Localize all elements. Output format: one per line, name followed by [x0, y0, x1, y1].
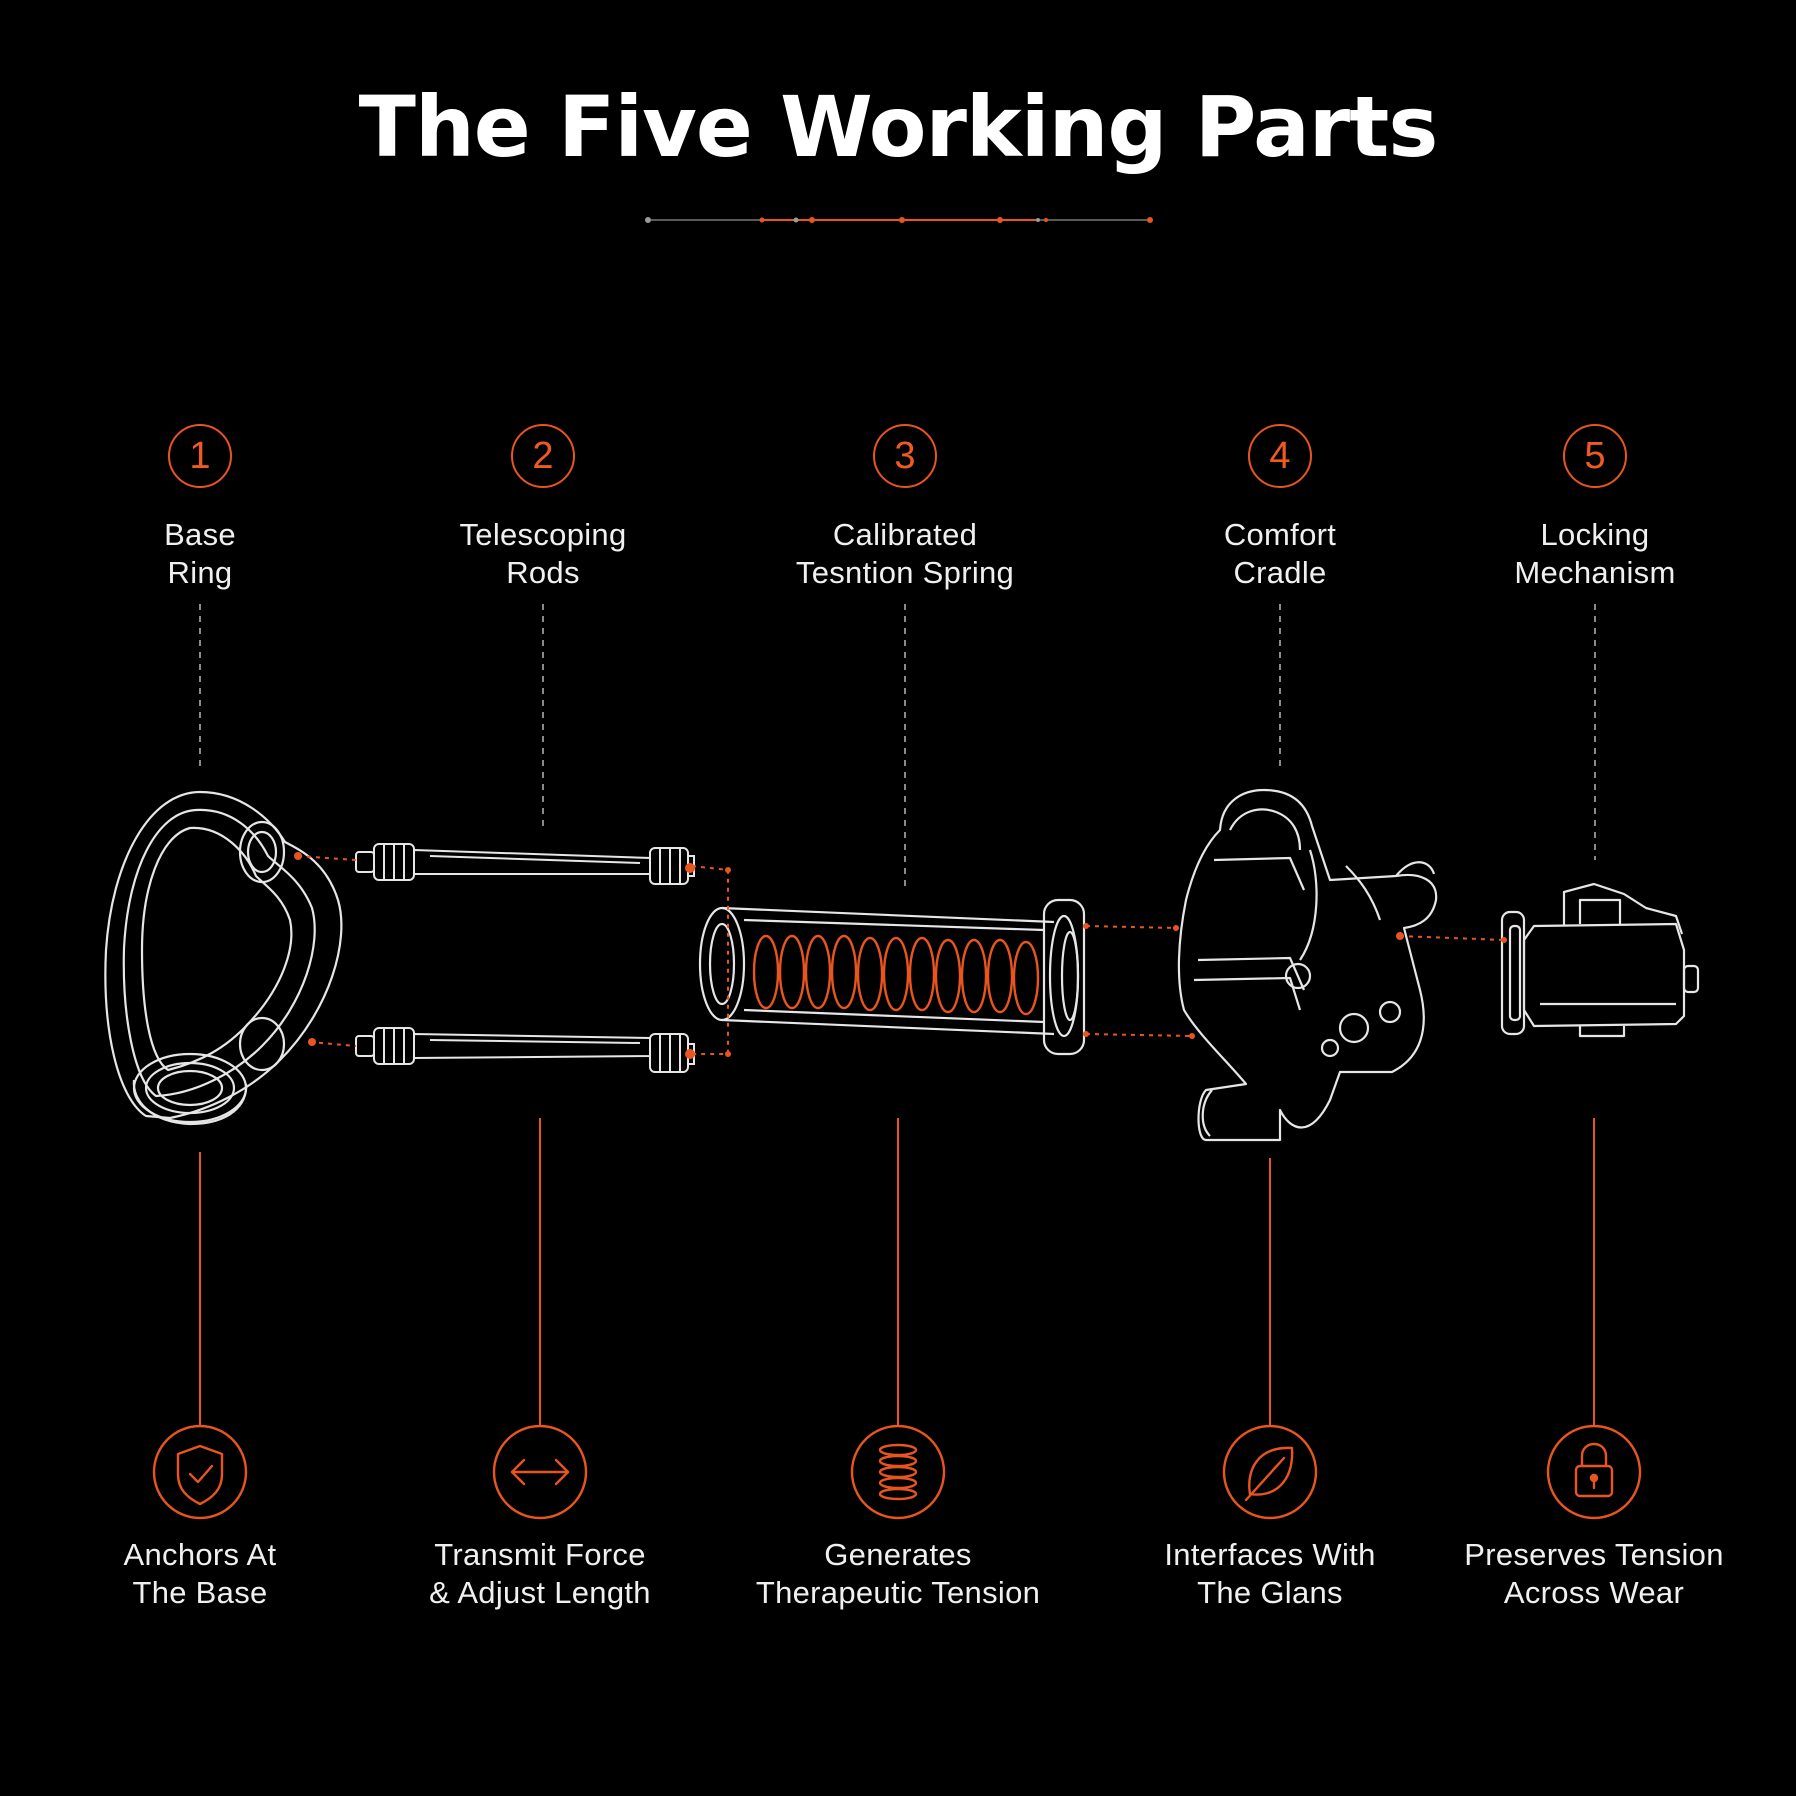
part-1-description: Anchors At The Base	[123, 1537, 277, 1610]
label-leader-lines	[199, 604, 1596, 890]
description-connectors	[199, 1118, 1595, 1426]
assembly-connectors	[297, 855, 1505, 1055]
base-ring-illustration	[104, 790, 343, 1126]
part-1-number-badge: 1	[168, 424, 232, 488]
page-title: The Five Working Parts	[358, 78, 1439, 176]
tension-spring-illustration	[698, 898, 1086, 1056]
part-3-number-badge: 3	[873, 424, 937, 488]
part-5-description: Preserves Tension Across Wear	[1464, 1537, 1724, 1610]
leaf-icon	[1222, 1424, 1318, 1520]
connector-dots	[294, 852, 1507, 1059]
locking-mechanism-illustration	[1500, 882, 1700, 1038]
part-1-header: 1 Base Ring	[20, 424, 380, 592]
part-2-number-badge: 2	[511, 424, 575, 488]
coil-spring-icon	[850, 1424, 946, 1520]
double-arrow-icon	[492, 1424, 588, 1520]
part-4-label: Comfort Cradle	[1223, 517, 1337, 590]
part-4-number-badge: 4	[1248, 424, 1312, 488]
comfort-cradle-illustration	[1177, 788, 1438, 1142]
part-5-header: 5 Locking Mechanism	[1415, 424, 1775, 592]
part-3-description: Generates Therapeutic Tension	[755, 1537, 1041, 1610]
telescoping-rods-illustration	[355, 843, 695, 1073]
part-2-description: Transmit Force & Adjust Length	[429, 1537, 651, 1610]
part-4-header: 4 Comfort Cradle	[1100, 424, 1460, 592]
part-1-label: Base Ring	[164, 517, 236, 590]
title-divider	[645, 217, 1153, 223]
part-3-label: Calibrated Tesntion Spring	[795, 517, 1015, 590]
part-4-description: Interfaces With The Glans	[1164, 1537, 1376, 1610]
part-2-header: 2 Telescoping Rods	[363, 424, 723, 592]
part-3-header: 3 Calibrated Tesntion Spring	[725, 424, 1085, 592]
padlock-icon	[1546, 1424, 1642, 1520]
part-5-label: Locking Mechanism	[1514, 517, 1676, 590]
part-5-number-badge: 5	[1563, 424, 1627, 488]
shield-check-icon	[152, 1424, 248, 1520]
part-2-label: Telescoping Rods	[459, 517, 627, 590]
